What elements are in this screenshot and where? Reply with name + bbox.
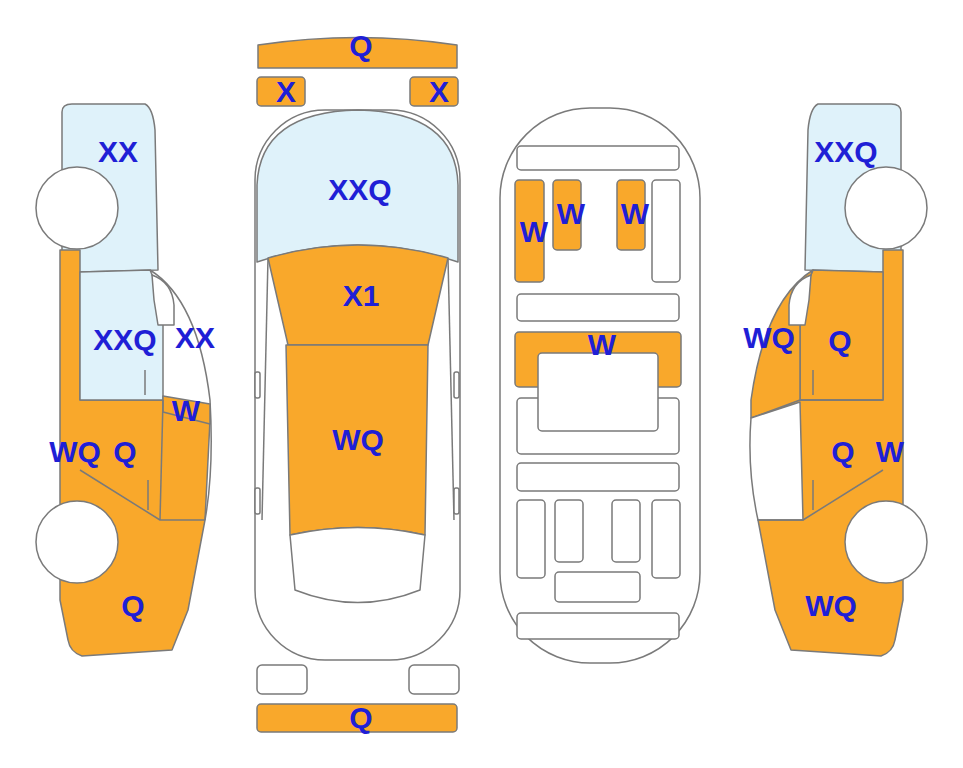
frame-view xyxy=(500,108,700,663)
damage-code: W xyxy=(876,437,904,467)
damage-code: WQ xyxy=(743,323,795,353)
damage-code: W xyxy=(621,199,649,229)
damage-code: WQ xyxy=(49,437,101,467)
damage-code: XX xyxy=(98,137,138,167)
damage-code: W xyxy=(172,396,200,426)
damage-code: W xyxy=(557,199,585,229)
damage-code: XXQ xyxy=(93,325,156,355)
damage-code: W xyxy=(520,217,548,247)
damage-code: Q xyxy=(349,31,372,61)
top-view xyxy=(255,38,460,733)
damage-code: Q xyxy=(121,591,144,621)
damage-code: W xyxy=(588,330,616,360)
damage-code: WQ xyxy=(332,425,384,455)
damage-code: Q xyxy=(828,326,851,356)
damage-code: Q xyxy=(831,437,854,467)
left-side-view xyxy=(36,104,211,656)
damage-code: X1 xyxy=(343,281,380,311)
damage-code: XXQ xyxy=(328,175,391,205)
right-side-view xyxy=(750,104,927,656)
damage-code: XX xyxy=(175,323,215,353)
damage-code: XXQ xyxy=(814,137,877,167)
damage-code: X xyxy=(276,77,296,107)
damage-code: Q xyxy=(113,437,136,467)
damage-code: Q xyxy=(349,703,372,733)
damage-code: X xyxy=(429,77,449,107)
damage-code: WQ xyxy=(805,591,857,621)
